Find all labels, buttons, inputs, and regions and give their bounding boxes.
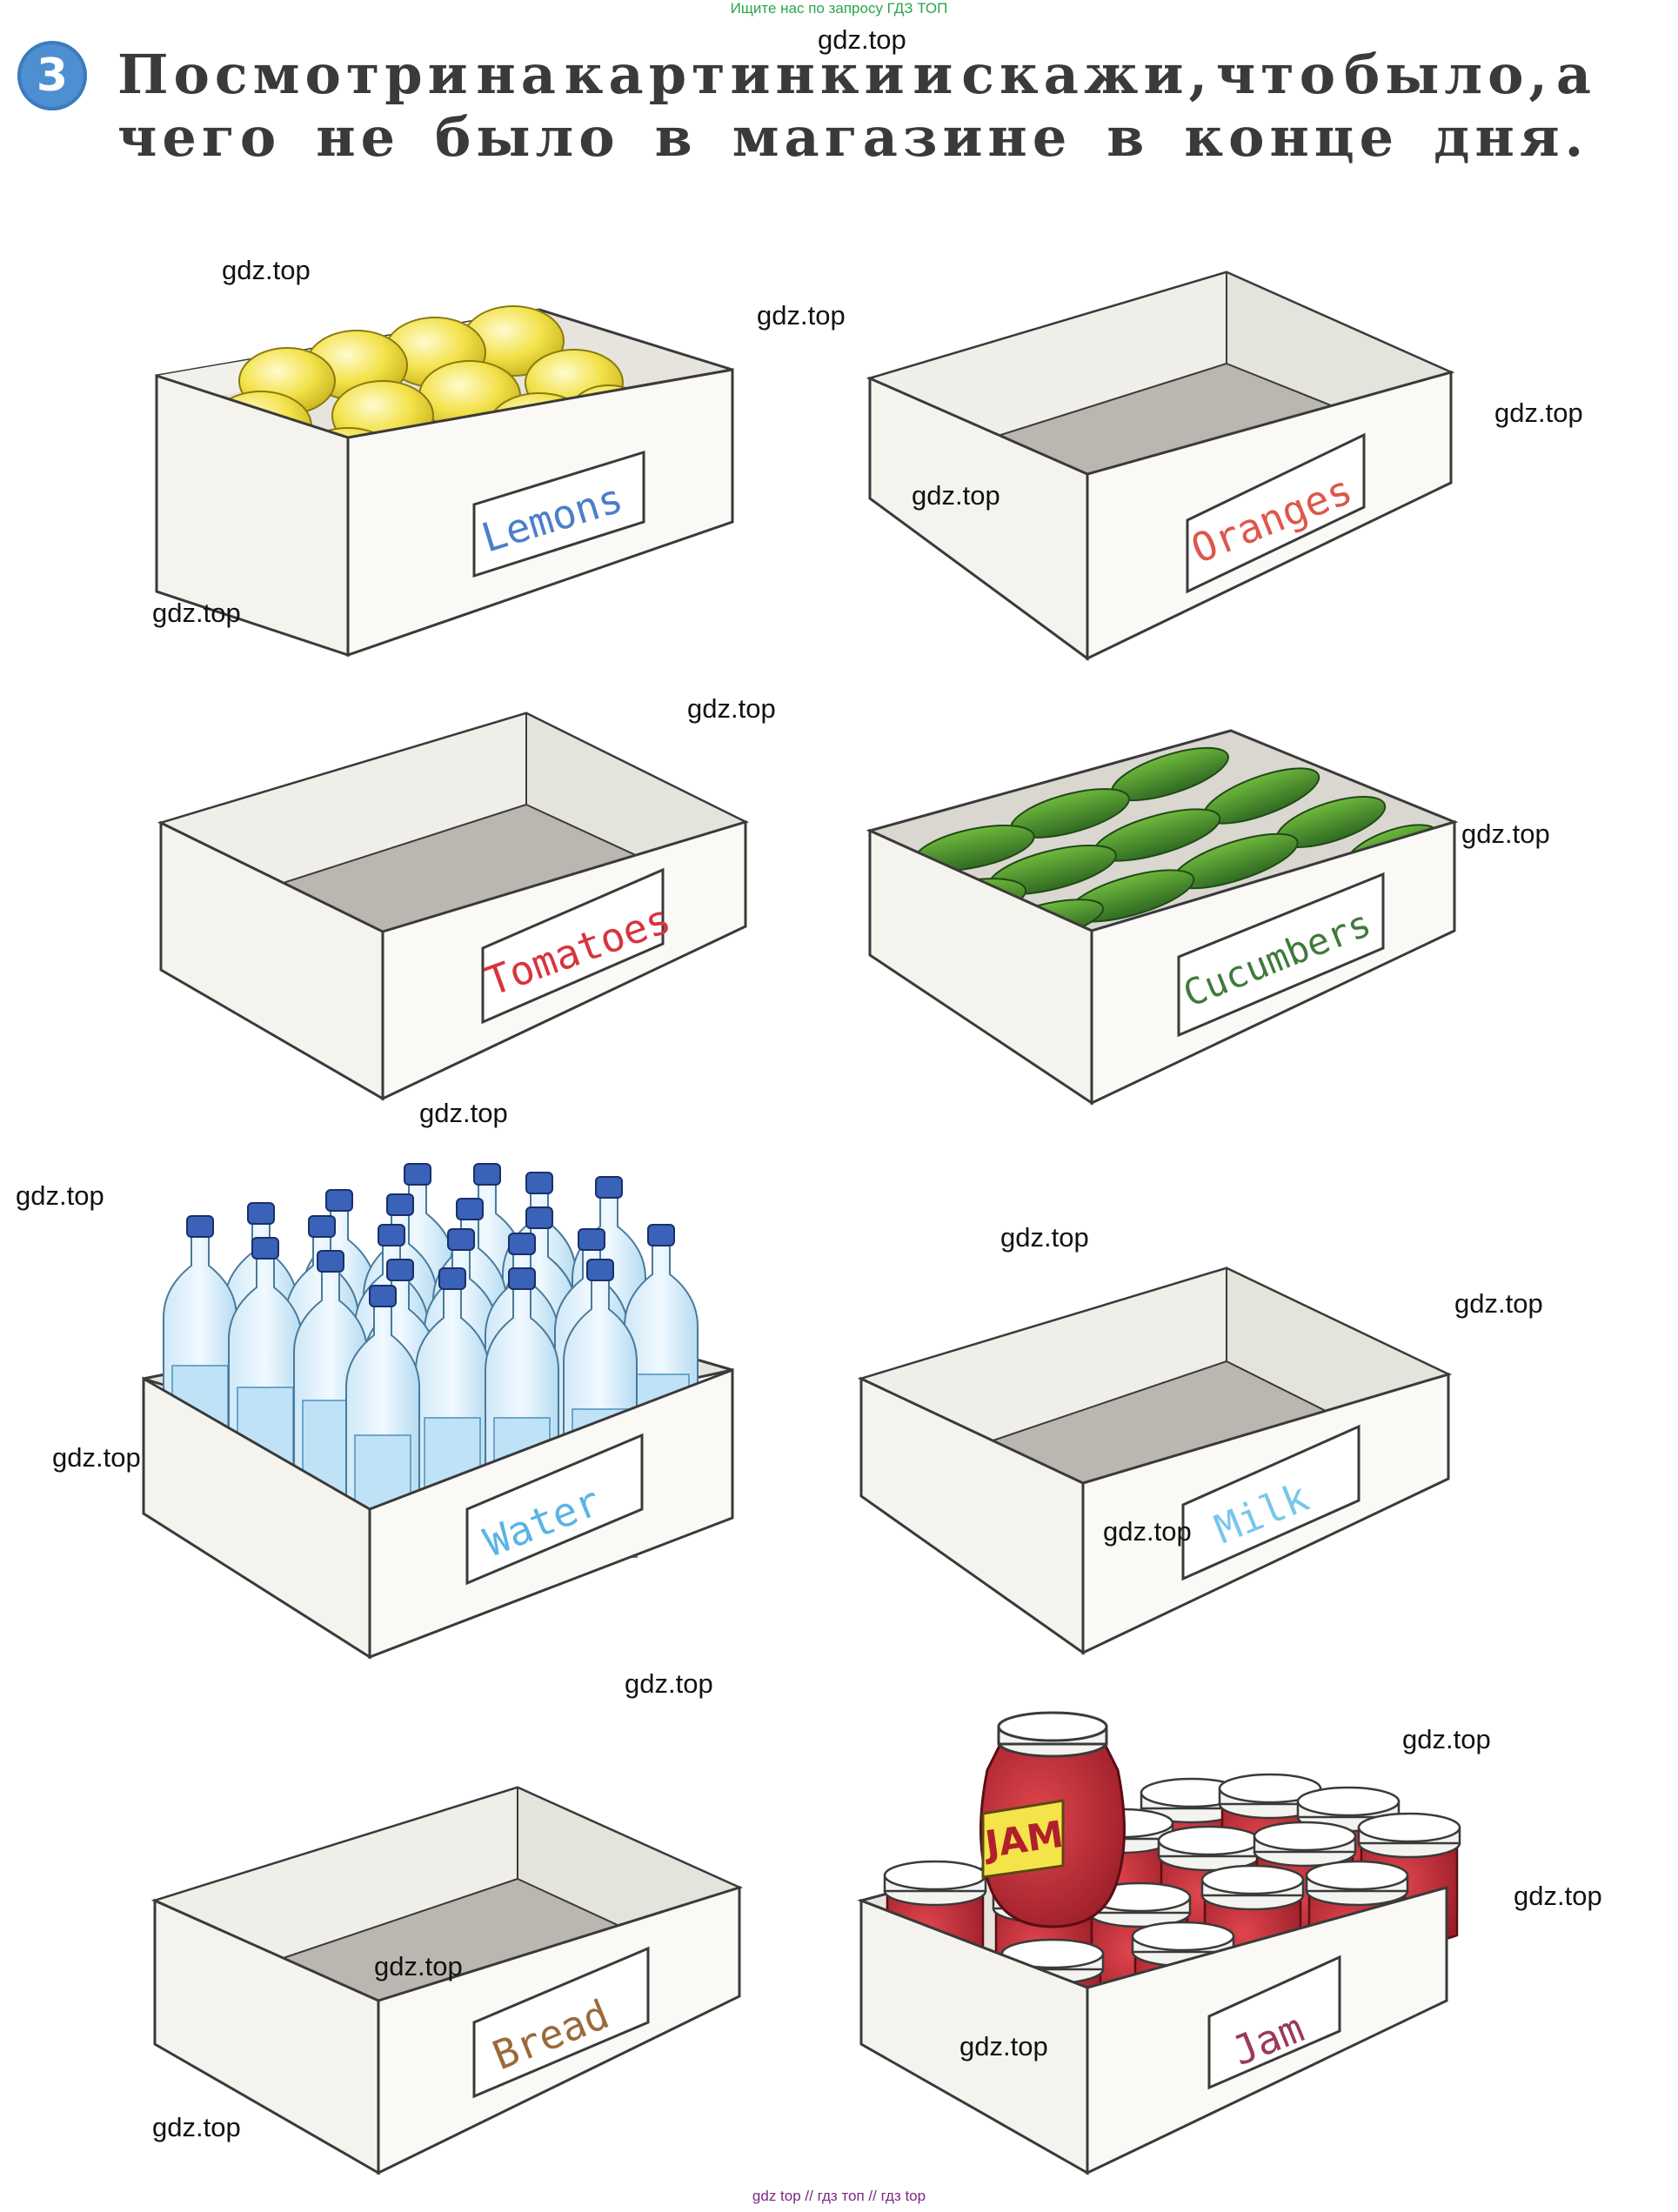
large-jam-jar: JAM xyxy=(979,1711,1126,1928)
water-bottles xyxy=(163,1163,699,1584)
box-water: Water xyxy=(142,1163,734,1660)
watermark: gdz.top xyxy=(374,1951,463,1981)
watermark: gdz.top xyxy=(818,24,906,55)
instruction-word: чего xyxy=(117,105,282,169)
exercise-number-badge: 3 xyxy=(17,41,87,110)
watermark: gdz.top xyxy=(1402,1724,1491,1754)
instruction-line-1: Посмотри на картинки и скажи, что было, … xyxy=(117,43,1596,106)
instruction-word: магазине xyxy=(732,105,1073,169)
instruction-word: Посмотри xyxy=(117,43,473,106)
watermark: gdz.top xyxy=(687,693,776,724)
watermark: gdz.top xyxy=(959,2031,1048,2062)
watermark: gdz.top xyxy=(16,1180,104,1211)
instruction-word: дня. xyxy=(1434,105,1589,169)
watermark: gdz.top xyxy=(52,1442,141,1473)
watermark: gdz.top xyxy=(1514,1881,1602,1911)
box-jam: JAM Jam xyxy=(857,1711,1461,2175)
box-cucumbers: Cucumbers xyxy=(866,729,1459,1106)
watermark: gdz.top xyxy=(1454,1288,1543,1319)
box-oranges: Oranges xyxy=(866,271,1455,661)
instruction-word: не xyxy=(316,105,401,169)
instruction-word: на xyxy=(476,43,561,106)
watermark: gdz.top xyxy=(1494,398,1583,428)
box-tomatoes: Tomatoes xyxy=(157,712,750,1101)
instruction-word: было xyxy=(435,105,620,169)
watermark: gdz.top xyxy=(625,1668,713,1699)
instruction-word: скажи, xyxy=(961,43,1213,106)
instruction-word: картинки xyxy=(564,43,910,106)
watermark: gdz.top xyxy=(152,598,241,628)
watermark: gdz.top xyxy=(912,480,1000,511)
watermark: gdz.top xyxy=(1000,1222,1089,1253)
instruction-word: что xyxy=(1215,43,1341,106)
watermark: gdz.top xyxy=(1461,819,1550,849)
footer-watermark: gdz top // гдз топ // гдз top xyxy=(752,2188,926,2204)
instruction-word: было, xyxy=(1343,43,1554,106)
watermark: gdz.top xyxy=(757,300,846,331)
instruction-word: и xyxy=(913,43,959,106)
box-bread: Bread xyxy=(150,1786,744,2175)
search-hint-banner: Ищите нас по запросу ГДЗ ТОП xyxy=(730,0,948,17)
instruction-word: а xyxy=(1555,43,1596,106)
exercise-instruction: Посмотри на картинки и скажи, что было, … xyxy=(117,43,1596,169)
box-milk: Milk xyxy=(857,1266,1453,1655)
watermark: gdz.top xyxy=(1103,1516,1192,1547)
instruction-word: в xyxy=(1106,105,1150,169)
box-lemons: Lemons xyxy=(155,305,734,658)
watermark: gdz.top xyxy=(222,255,311,285)
instruction-word: в xyxy=(654,105,698,169)
instruction-word: конце xyxy=(1184,105,1400,169)
watermark: gdz.top xyxy=(152,2112,241,2142)
watermark: gdz.top xyxy=(419,1098,508,1128)
